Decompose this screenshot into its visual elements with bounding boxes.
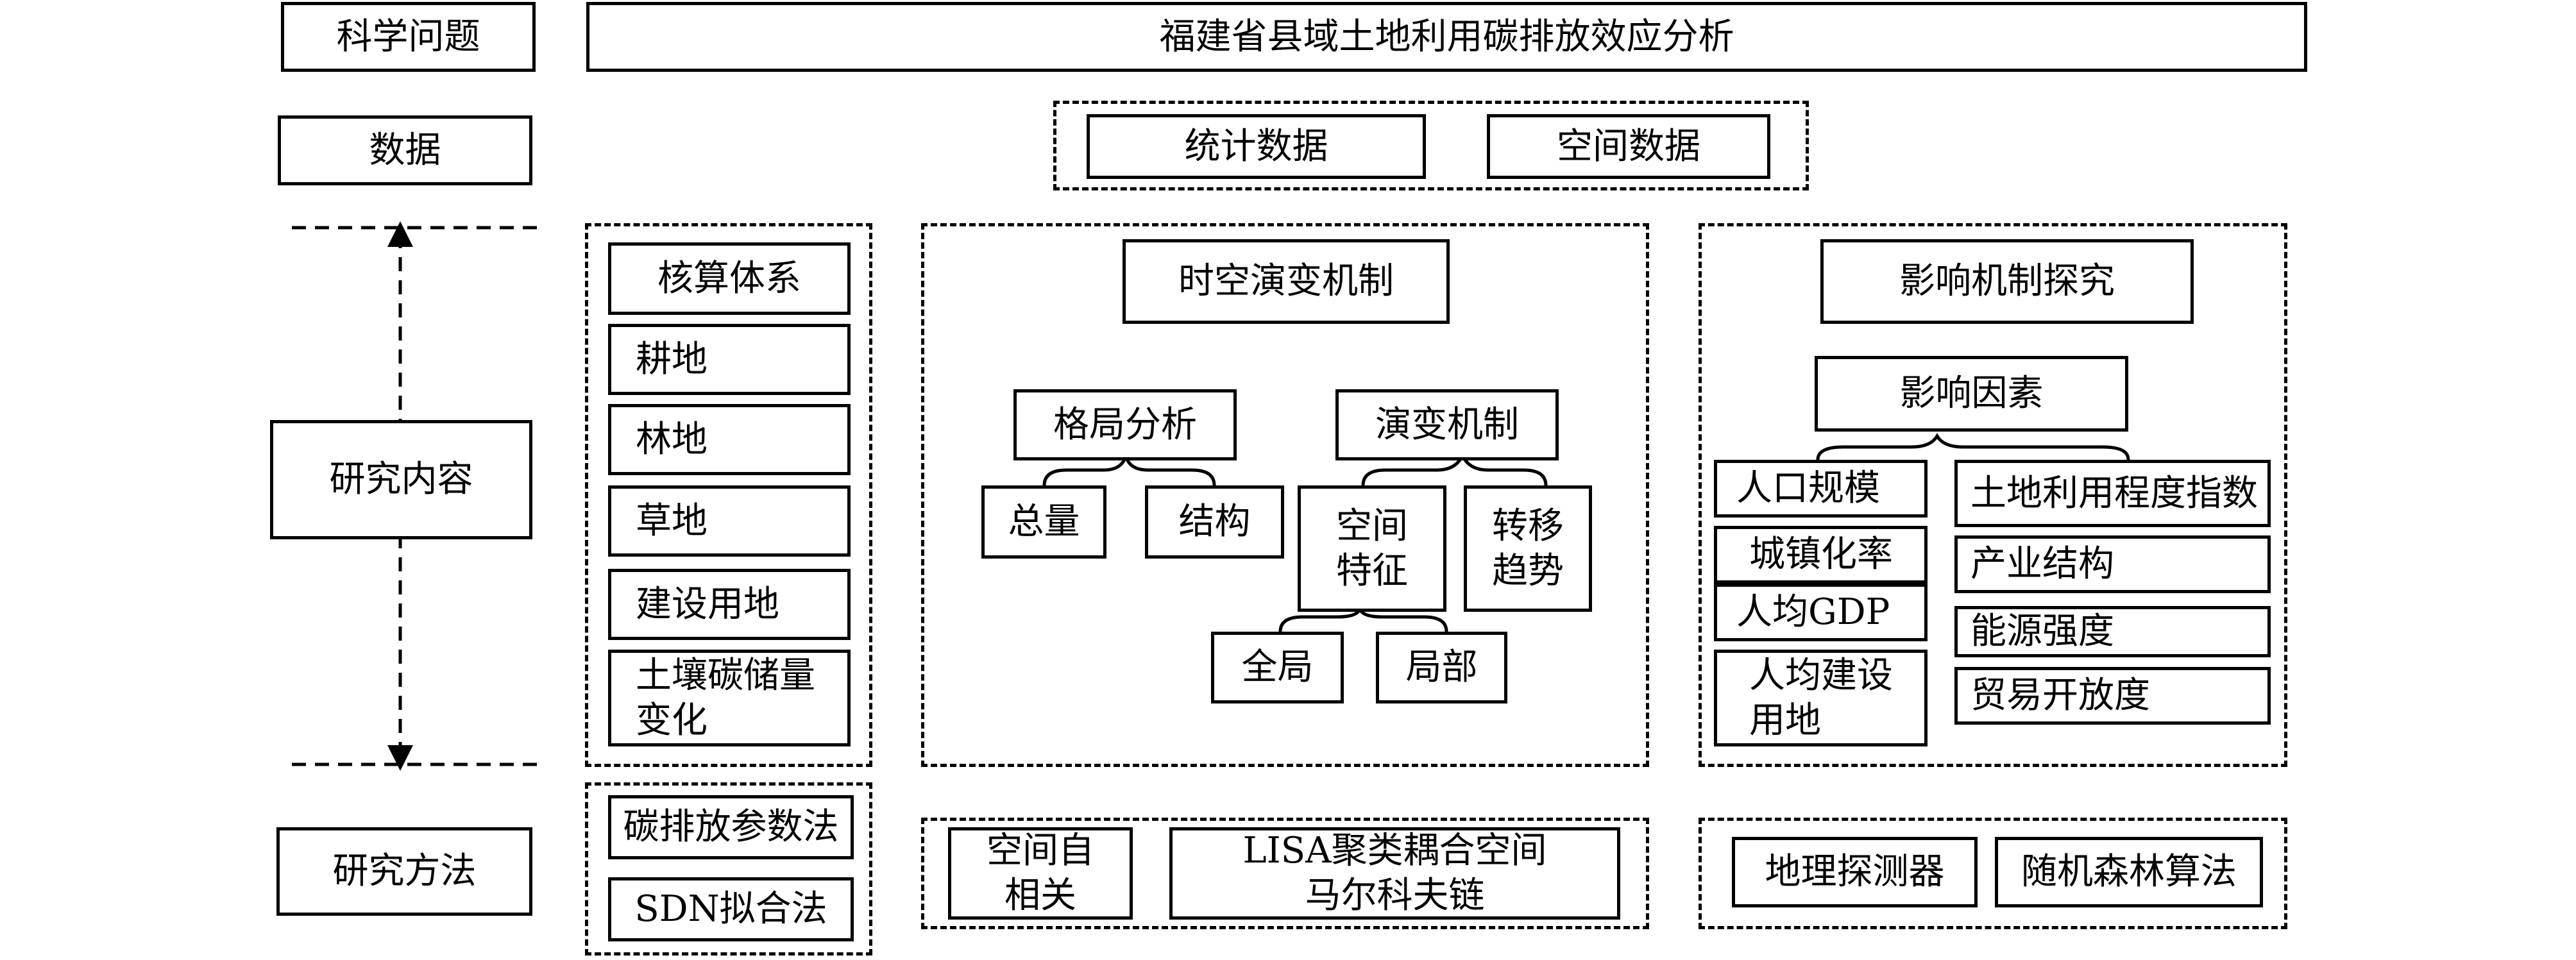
- influence-factors: 影响因素: [1815, 356, 2128, 432]
- factor-per-capita-construction-land: 人均建设 用地: [1714, 650, 1928, 746]
- accounting-header: 核算体系: [608, 242, 851, 315]
- factor-industrial-structure: 产业结构: [1954, 535, 2271, 593]
- method-geodetector: 地理探测器: [1732, 837, 1978, 907]
- accounting-item-forest: 林地: [608, 404, 851, 475]
- factor-trade-openness: 贸易开放度: [1954, 667, 2271, 725]
- factor-urbanization-rate: 城镇化率: [1714, 526, 1928, 584]
- accounting-item-grassland: 草地: [608, 485, 851, 557]
- accounting-group: [585, 223, 872, 767]
- pattern-analysis: 格局分析: [1013, 389, 1237, 460]
- statistical-data: 统计数据: [1087, 114, 1426, 179]
- factor-population-size: 人口规模: [1714, 460, 1928, 518]
- accounting-item-soil-carbon: 土壤碳储量 变化: [608, 650, 851, 746]
- spatial-data: 空间数据: [1487, 114, 1770, 179]
- evolution-transfer-trend: 转移 趋势: [1464, 485, 1592, 612]
- data-sources-group: [1053, 101, 1809, 190]
- method-lisa-markov-chain: LISA聚类耦合空间 马尔科夫链: [1169, 827, 1620, 920]
- influence-header: 影响机制探究: [1820, 239, 2194, 324]
- spatiotemporal-group: [921, 223, 1649, 767]
- spatial-local: 局部: [1376, 632, 1507, 703]
- evolution-mechanism: 演变机制: [1335, 389, 1559, 460]
- spatiotemporal-header: 时空演变机制: [1123, 239, 1450, 324]
- row-label-data: 数据: [278, 115, 532, 185]
- influence-group: [1699, 223, 2287, 767]
- factor-land-use-degree-index: 土地利用程度指数: [1954, 460, 2271, 527]
- factor-energy-intensity: 能源强度: [1954, 606, 2271, 657]
- accounting-methods-group: [585, 782, 872, 956]
- method-carbon-emission-parameter: 碳排放参数法: [608, 795, 854, 859]
- row-label-research-methods: 研究方法: [276, 827, 532, 916]
- accounting-item-construction-land: 建设用地: [608, 569, 851, 640]
- research-title: 福建省县域土地利用碳排放效应分析: [586, 2, 2307, 72]
- method-sdn-fitting: SDN拟合法: [608, 877, 854, 941]
- accounting-item-cropland: 耕地: [608, 324, 851, 395]
- pattern-total: 总量: [981, 485, 1106, 559]
- factor-per-capita-gdp: 人均GDP: [1714, 584, 1928, 641]
- influence-methods-group: [1699, 818, 2287, 929]
- spatial-global: 全局: [1211, 632, 1344, 703]
- row-label-research-content: 研究内容: [270, 420, 532, 539]
- pattern-structure: 结构: [1145, 485, 1284, 559]
- row-label-scientific-question: 科学问题: [281, 2, 536, 72]
- evolution-spatial-feature: 空间 特征: [1298, 485, 1446, 612]
- spatiotemporal-methods-group: [921, 818, 1649, 929]
- factors-bracket: [1816, 433, 2130, 460]
- method-random-forest: 随机森林算法: [1995, 837, 2263, 907]
- method-spatial-autocorrelation: 空间自 相关: [948, 827, 1133, 920]
